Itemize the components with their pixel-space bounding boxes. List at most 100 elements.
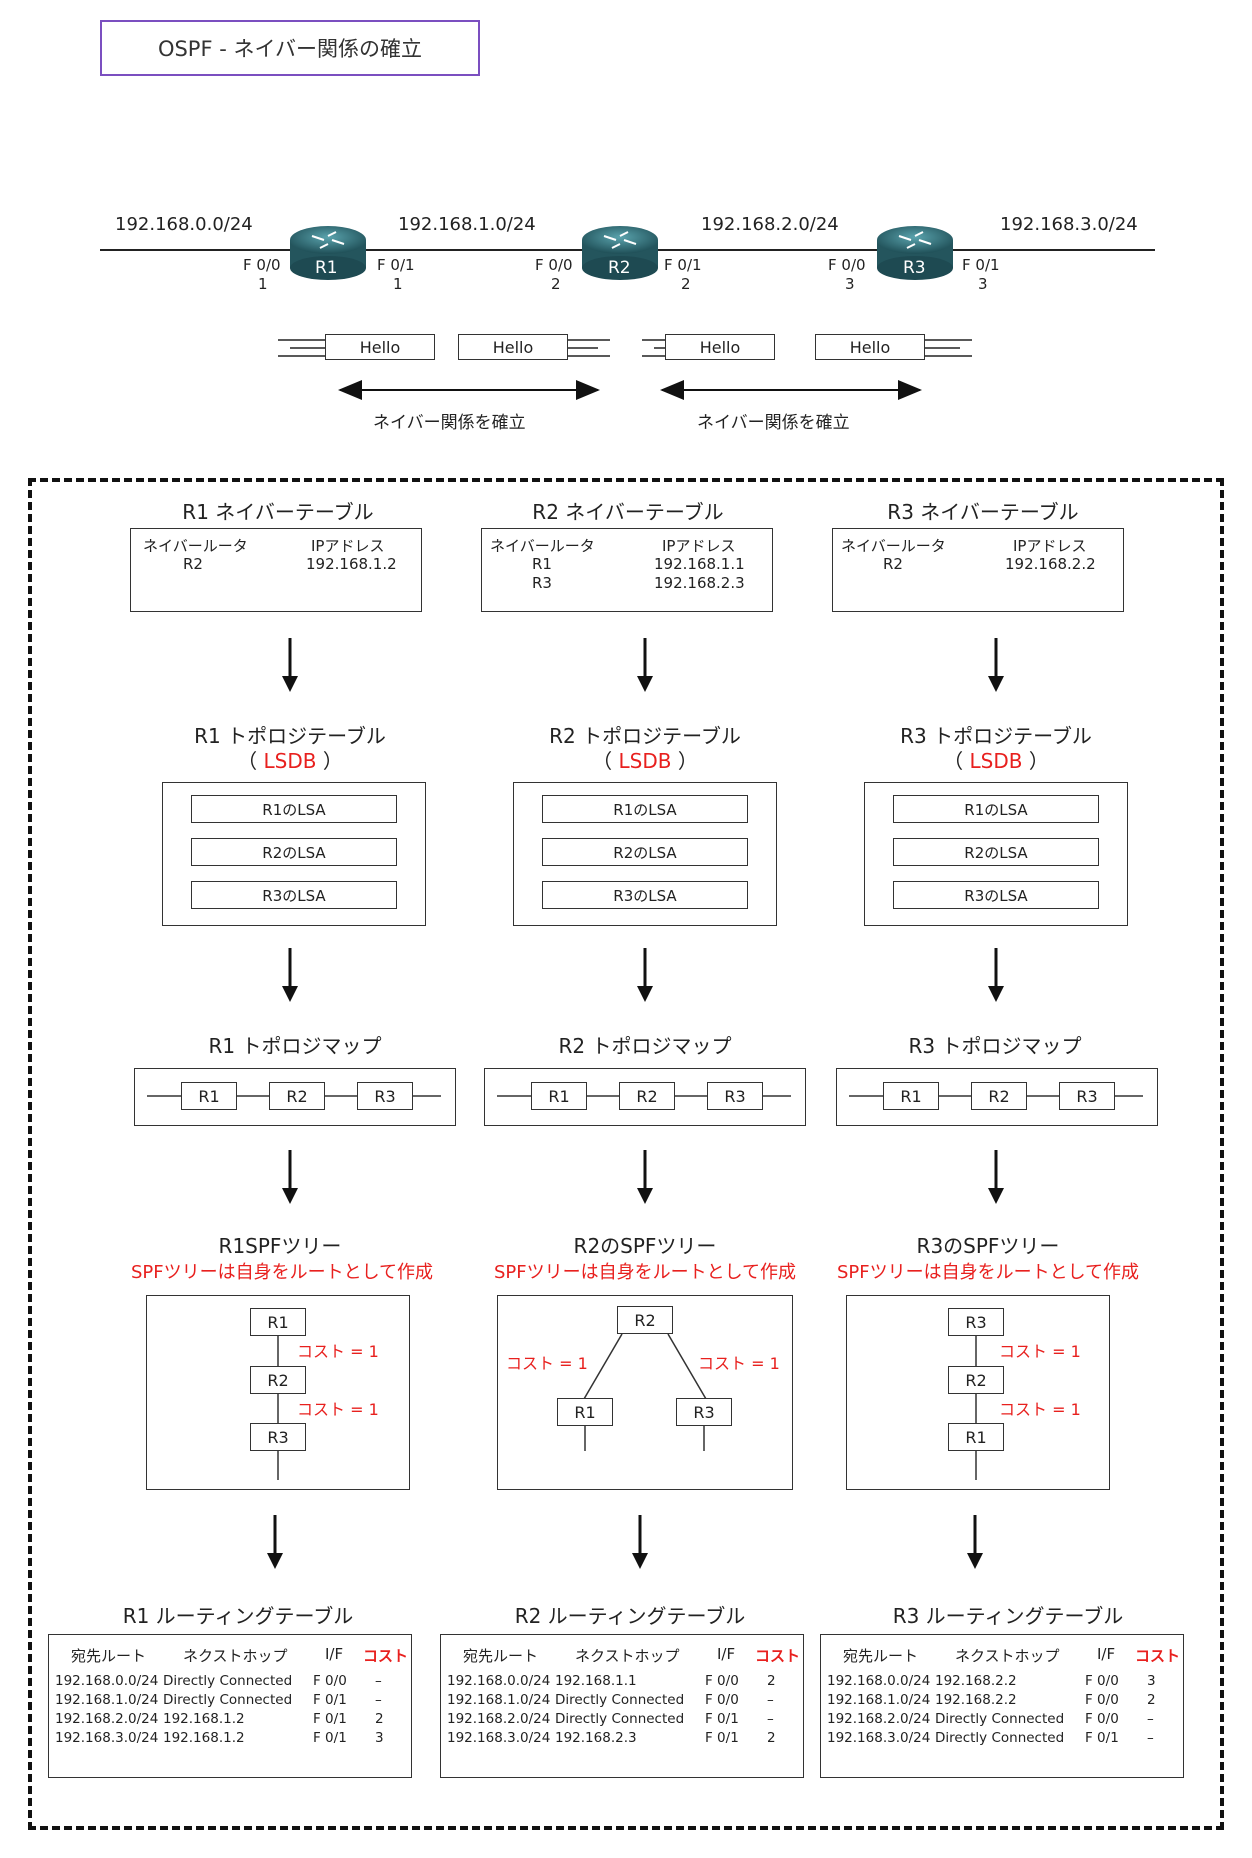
host-label: 3	[845, 275, 855, 293]
map-node: R2	[619, 1082, 675, 1110]
spf-cost: コスト = 1	[297, 1400, 379, 1419]
lsdb-box: R1のLSA R2のLSA R3のLSA	[162, 782, 426, 926]
lsa-entry: R2のLSA	[191, 838, 397, 866]
lsdb-paren: ）	[1028, 749, 1049, 773]
rt-if: F 0/0	[705, 1692, 739, 1708]
rt-if: F 0/1	[705, 1711, 739, 1727]
rt-dest: 192.168.3.0/24	[447, 1730, 551, 1746]
spf-note: SPFツリーは自身をルートとして作成	[130, 1262, 434, 1283]
spf-node: R1	[250, 1308, 306, 1336]
topology-table-title: R3 トポロジテーブル	[900, 724, 1092, 748]
rt-dest: 192.168.2.0/24	[827, 1711, 931, 1727]
router-icon	[582, 226, 658, 280]
rt-if: F 0/1	[313, 1692, 347, 1708]
topology-map-title: R2 トポロジマップ	[558, 1034, 732, 1058]
interface-label: F 0/0	[828, 256, 866, 274]
lsdb-box: R1のLSA R2のLSA R3のLSA	[864, 782, 1128, 926]
map-node: R3	[707, 1082, 763, 1110]
rt-dest: 192.168.2.0/24	[447, 1711, 551, 1727]
routing-table-title: R3 ルーティングテーブル	[892, 1604, 1124, 1628]
hello-packet: Hello	[665, 334, 775, 360]
ip-col-header: IPアドレス	[662, 537, 736, 555]
host-label: 1	[393, 275, 403, 293]
hello-label: Hello	[699, 337, 741, 357]
neighbor-table: ネイバールータ IPアドレス R2 192.168.1.2	[130, 528, 422, 612]
lsa-entry: R2のLSA	[542, 838, 748, 866]
router-label-r3: R3	[903, 258, 926, 278]
spf-node: R3	[676, 1398, 732, 1426]
interface-label: F 0/0	[243, 256, 281, 274]
topology-map: R1 R2 R3	[134, 1068, 456, 1126]
routing-table-title: R1 ルーティングテーブル	[122, 1604, 354, 1628]
rt-header-cost: コスト	[363, 1647, 409, 1665]
ip-col-header: IPアドレス	[1013, 537, 1087, 555]
page-title-text: OSPF - ネイバー関係の確立	[157, 37, 423, 61]
map-node: R3	[1059, 1082, 1115, 1110]
host-label: 2	[681, 275, 691, 293]
neighbor-established-label: ネイバー関係を確立	[373, 413, 526, 433]
rt-header: ネクストホップ	[183, 1647, 288, 1665]
rt-cost: –	[375, 1673, 382, 1689]
subnet-label: 192.168.2.0/24	[701, 214, 839, 235]
lsdb-paren: ）	[677, 749, 698, 773]
page-title: OSPF - ネイバー関係の確立	[100, 20, 480, 76]
rt-dest: 192.168.0.0/24	[55, 1673, 159, 1689]
map-node: R1	[531, 1082, 587, 1110]
rt-if: F 0/1	[313, 1730, 347, 1746]
spf-note: SPFツリーは自身をルートとして作成	[493, 1262, 797, 1283]
map-node: R2	[971, 1082, 1027, 1110]
rt-if: F 0/0	[1085, 1711, 1119, 1727]
lsdb-text: LSDB	[618, 749, 672, 773]
rt-cost: –	[767, 1692, 774, 1708]
lsa-entry: R1のLSA	[893, 795, 1099, 823]
rt-dest: 192.168.1.0/24	[827, 1692, 931, 1708]
rt-nexthop: 192.168.1.2	[163, 1730, 245, 1746]
lsa-entry: R3のLSA	[191, 881, 397, 909]
rt-header: ネクストホップ	[955, 1647, 1060, 1665]
map-node: R1	[883, 1082, 939, 1110]
rt-cost: 2	[767, 1673, 776, 1689]
routing-table: 宛先ルート ネクストホップ I/F コスト 192.168.0.0/24 192…	[440, 1634, 804, 1778]
rt-nexthop: Directly Connected	[935, 1730, 1065, 1746]
neighbor-col-header: ネイバールータ	[143, 537, 248, 555]
topology-map-title: R3 トポロジマップ	[908, 1034, 1082, 1058]
rt-header: I/F	[325, 1645, 344, 1663]
neighbor-established-label: ネイバー関係を確立	[697, 413, 850, 433]
lsa-entry: R2のLSA	[893, 838, 1099, 866]
rt-if: F 0/1	[1085, 1730, 1119, 1746]
host-label: 1	[258, 275, 268, 293]
rt-header: 宛先ルート	[71, 1647, 147, 1665]
map-node: R1	[181, 1082, 237, 1110]
subnet-label: 192.168.1.0/24	[398, 214, 536, 235]
rt-if: F 0/0	[705, 1673, 739, 1689]
spf-node: R2	[948, 1366, 1004, 1394]
rt-nexthop: 192.168.2.3	[555, 1730, 637, 1746]
rt-cost: –	[1147, 1730, 1154, 1746]
rt-if: F 0/1	[313, 1711, 347, 1727]
hello-packet: Hello	[815, 334, 925, 360]
router-icon	[290, 226, 366, 280]
spf-cost: コスト = 1	[297, 1342, 379, 1361]
neighbor-ip: 192.168.2.2	[1005, 555, 1096, 573]
lsdb-paren: （	[592, 749, 613, 773]
spf-node: R3	[250, 1423, 306, 1451]
spf-tree-title: R2のSPFツリー	[573, 1234, 717, 1258]
rt-dest: 192.168.1.0/24	[55, 1692, 159, 1708]
neighbor-router: R1	[532, 555, 552, 573]
rt-header: I/F	[1097, 1645, 1116, 1663]
neighbor-ip: 192.168.2.3	[654, 574, 745, 592]
spf-tree-box: R2 R1 R3 コスト = 1 コスト = 1	[497, 1295, 793, 1490]
lsdb-paren: （	[237, 749, 258, 773]
rt-header: ネクストホップ	[575, 1647, 680, 1665]
rt-nexthop: 192.168.1.1	[555, 1673, 637, 1689]
neighbor-ip: 192.168.1.2	[306, 555, 397, 573]
lsdb-box: R1のLSA R2のLSA R3のLSA	[513, 782, 777, 926]
rt-header: 宛先ルート	[843, 1647, 919, 1665]
topology-table-title: R2 トポロジテーブル	[549, 724, 741, 748]
subnet-label: 192.168.3.0/24	[1000, 214, 1138, 235]
topology-map: R1 R2 R3	[484, 1068, 806, 1126]
topology-table-title: R1 トポロジテーブル	[194, 724, 386, 748]
interface-label: F 0/0	[535, 256, 573, 274]
rt-cost: –	[375, 1692, 382, 1708]
